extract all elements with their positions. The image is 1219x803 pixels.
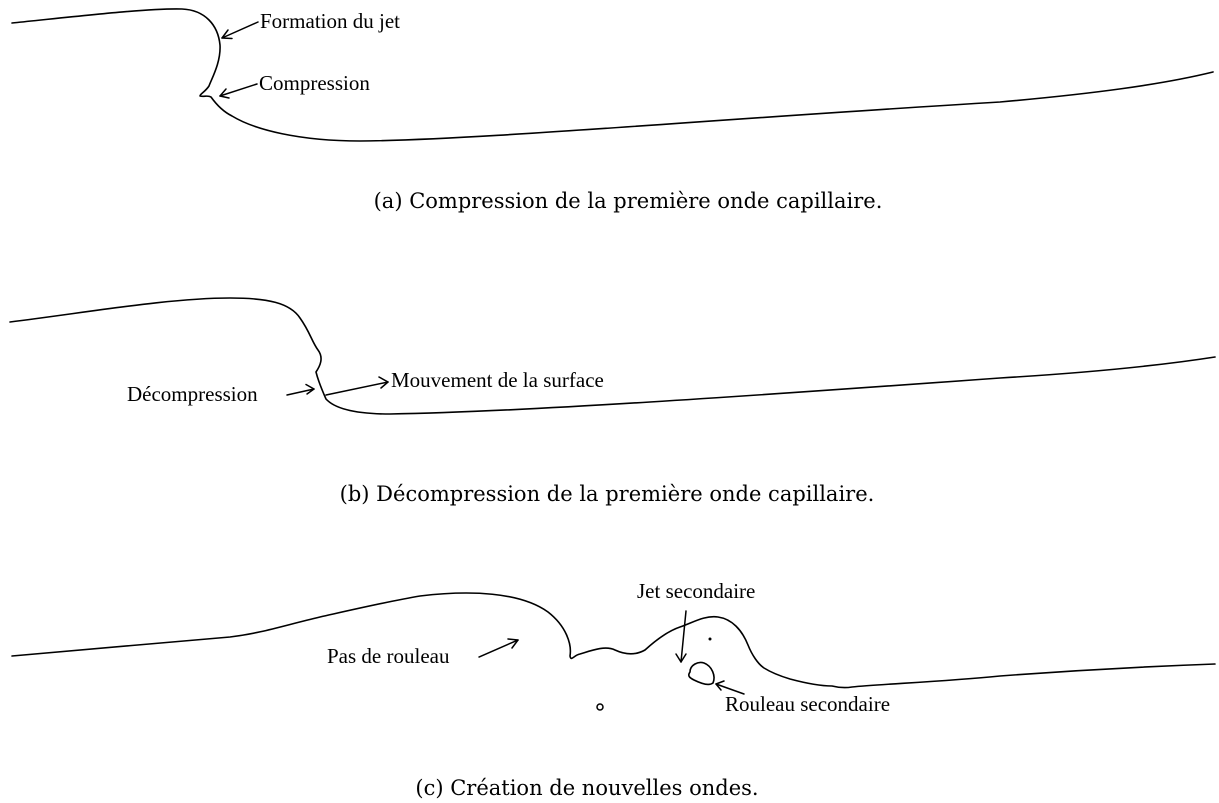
- no-roller-label: Pas de rouleau: [327, 644, 450, 668]
- panel-b-caption: (b) Décompression de la première onde ca…: [340, 482, 875, 506]
- surface-motion-arrow: [325, 381, 389, 396]
- secondary-jet-arrow: [680, 610, 687, 663]
- panel-c-caption: (c) Création de nouvelles ondes.: [415, 776, 758, 800]
- decompression-label: Décompression: [127, 382, 258, 406]
- panel-c: Jet secondaire Pas de rouleau Rouleau se…: [11, 579, 1216, 800]
- panel-c-free-surface: [11, 592, 1216, 689]
- secondary-roller-arrow: [715, 683, 745, 695]
- formation-jet-label: Formation du jet: [260, 9, 400, 33]
- formation-jet-arrowhead: [221, 29, 233, 40]
- decompression-arrow: [286, 388, 315, 396]
- secondary-roller-blob: [687, 661, 715, 686]
- surface-motion-label: Mouvement de la surface: [391, 368, 604, 392]
- secondary-jet-arrowhead: [675, 653, 687, 663]
- compression-arrowhead: [219, 88, 230, 99]
- secondary-roller-label: Rouleau secondaire: [725, 692, 890, 716]
- droplet-dot: [708, 637, 712, 641]
- panel-a-caption: (a) Compression de la première onde capi…: [374, 189, 883, 213]
- panel-a-free-surface: [11, 8, 1214, 142]
- compression-arrow: [219, 83, 258, 97]
- secondary-jet-label: Jet secondaire: [637, 579, 755, 603]
- surface-motion-arrowhead: [378, 376, 389, 389]
- formation-jet-arrow: [221, 21, 259, 39]
- bubble-circle: [596, 703, 604, 711]
- no-roller-arrow: [478, 639, 519, 658]
- secondary-roller-arrowhead: [715, 680, 725, 691]
- panel-b-free-surface: [9, 297, 1216, 415]
- panel-b: Décompression Mouvement de la surface (b…: [9, 297, 1216, 506]
- panel-a: Formation du jet Compression (a) Compres…: [11, 8, 1214, 213]
- compression-label: Compression: [259, 71, 370, 95]
- decompression-arrowhead: [305, 383, 315, 395]
- no-roller-arrowhead: [507, 638, 519, 649]
